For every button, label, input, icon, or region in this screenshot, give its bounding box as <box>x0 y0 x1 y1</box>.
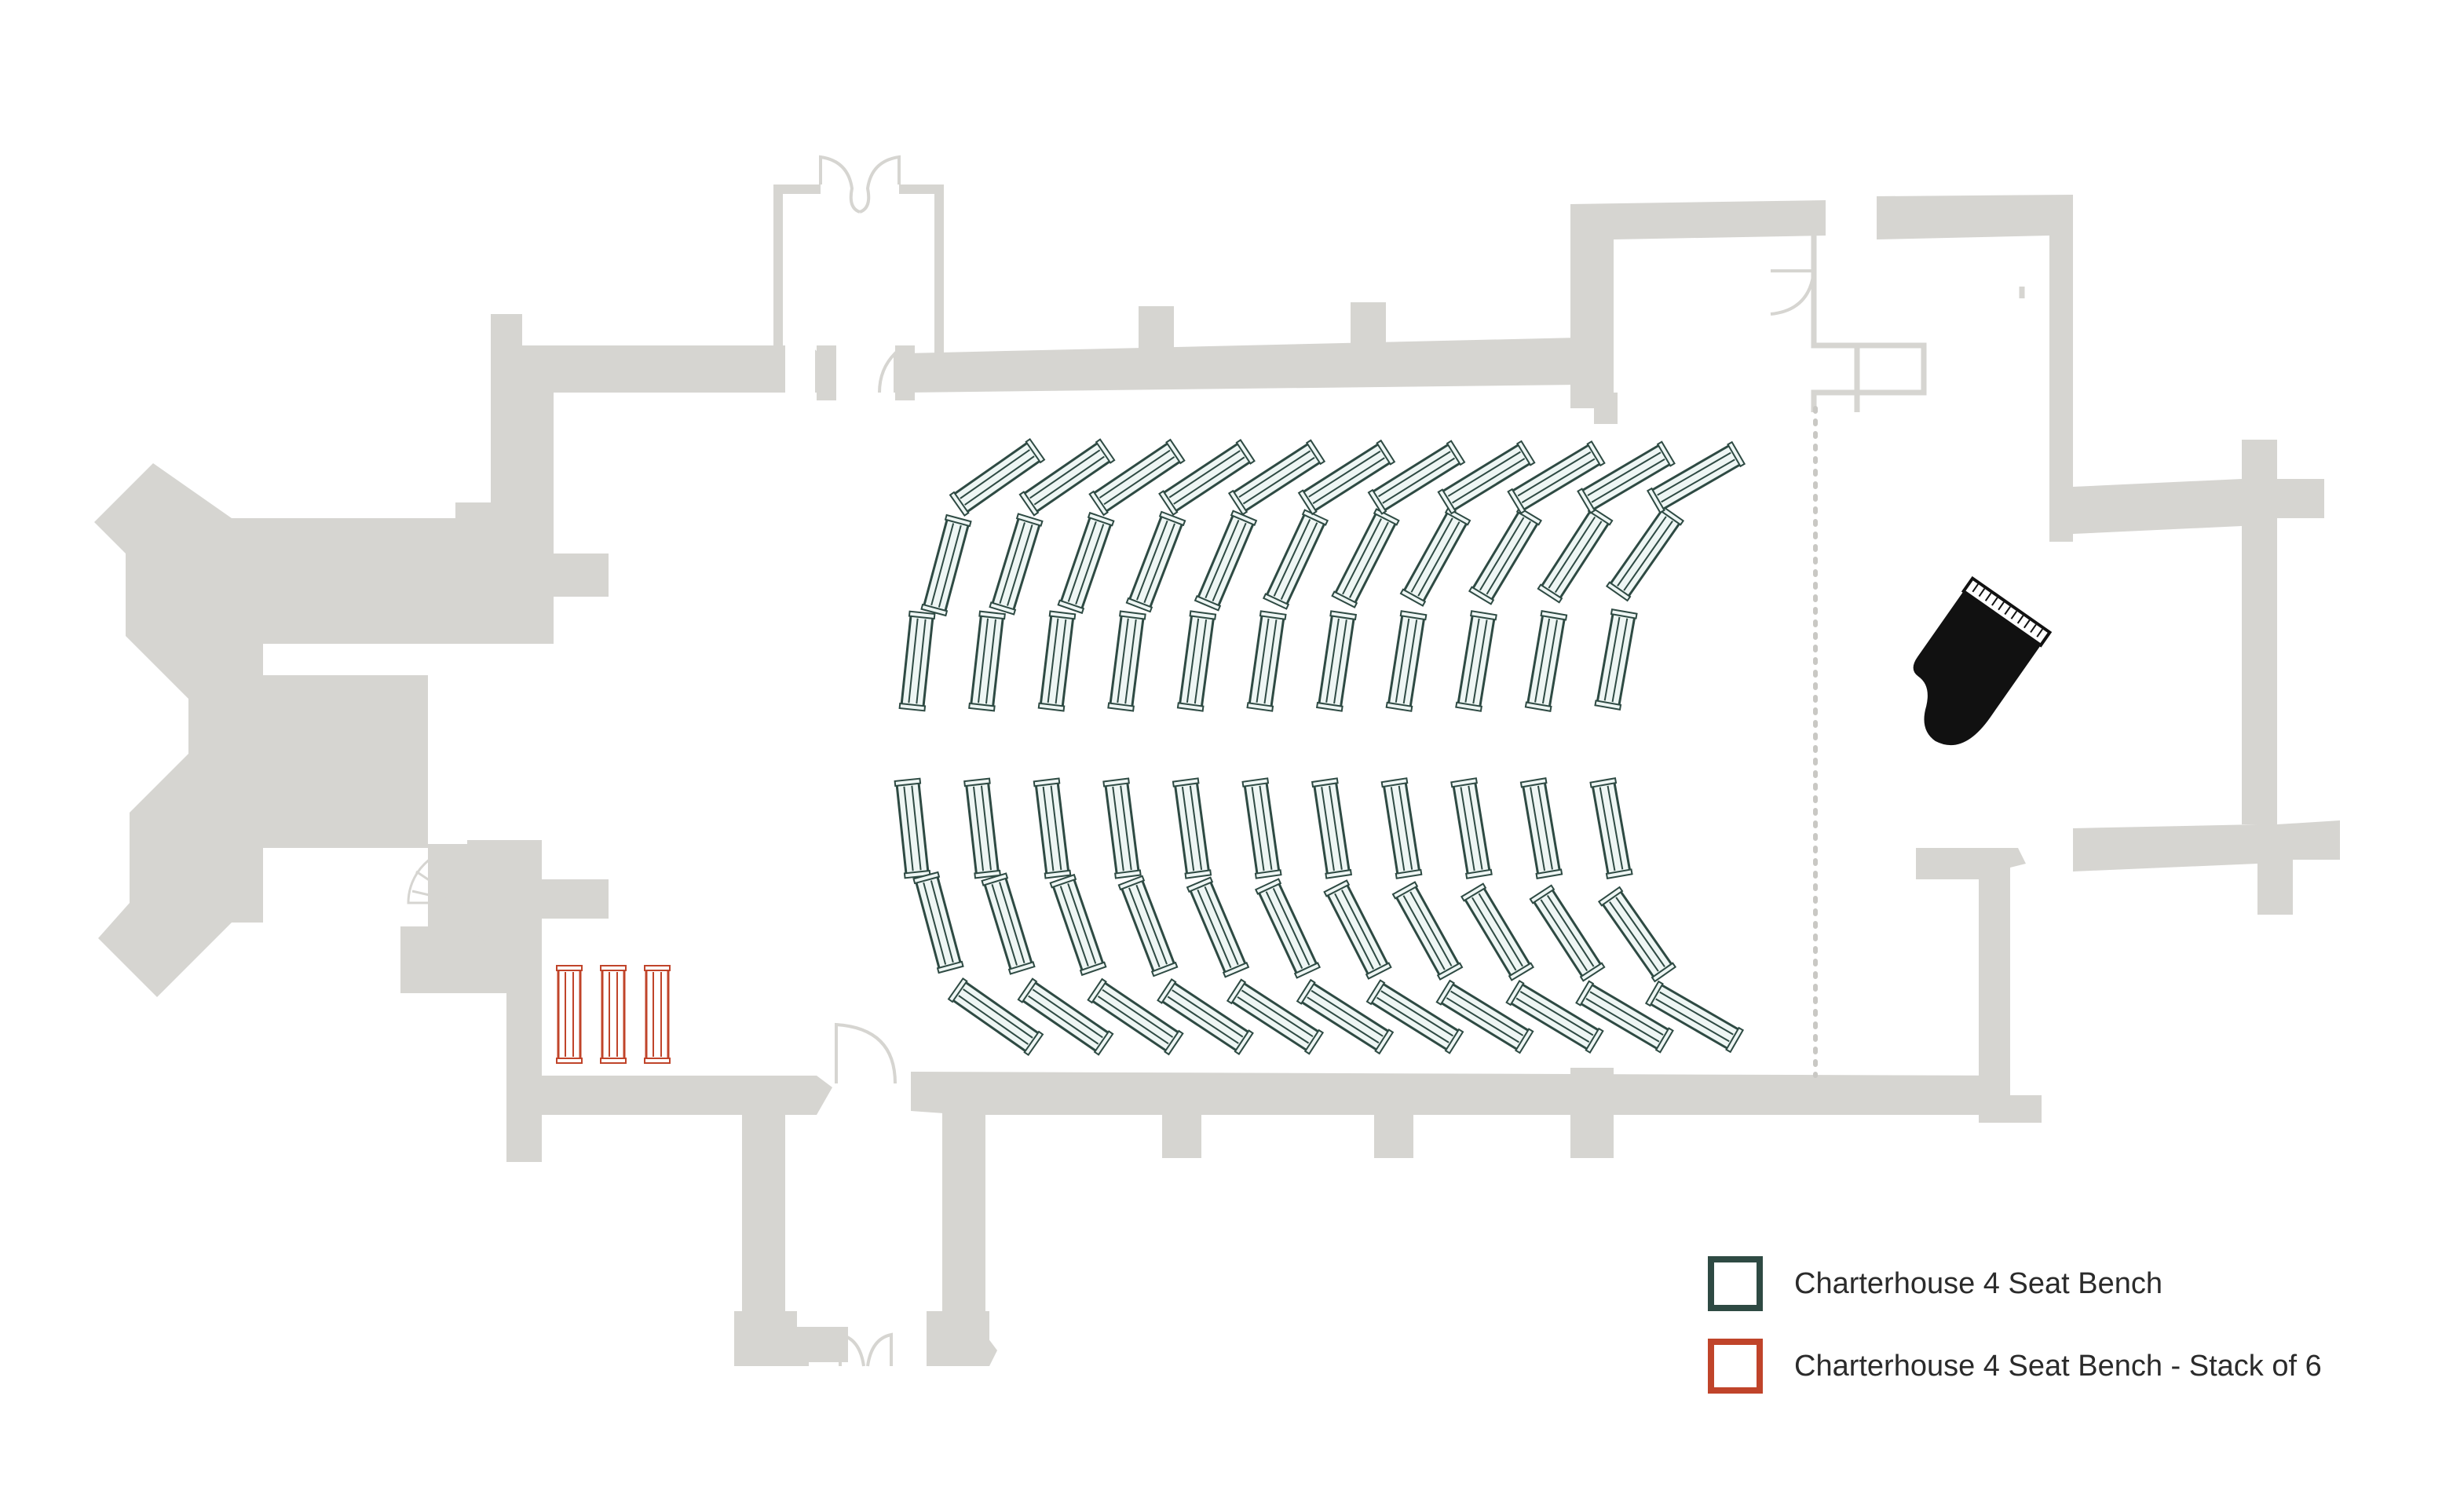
bench <box>1594 608 1638 711</box>
bench <box>1246 610 1287 712</box>
bench <box>1367 440 1466 515</box>
bench <box>1107 610 1146 712</box>
bench <box>1537 506 1614 604</box>
bench <box>1365 979 1464 1054</box>
bench <box>1450 777 1493 879</box>
vestry-partitions <box>1811 236 2025 412</box>
bench <box>1262 509 1329 610</box>
bench <box>1435 979 1534 1054</box>
legend-swatch-stack <box>1708 1339 1763 1394</box>
stacked-bench <box>600 965 627 1064</box>
bench <box>1057 511 1115 615</box>
bench <box>1460 882 1535 981</box>
door-swing-icon <box>815 155 1816 1367</box>
bench <box>1241 777 1282 879</box>
legend-item-stack: Charterhouse 4 Seat Bench - Stack of 6 <box>1708 1339 2322 1394</box>
bench <box>1158 439 1256 516</box>
legend-label-bench: Charterhouse 4 Seat Bench <box>1794 1266 2162 1300</box>
seating-benches <box>894 437 1746 1057</box>
bench <box>1399 507 1471 607</box>
bench <box>1088 438 1186 517</box>
bench <box>920 513 972 617</box>
bench <box>1018 438 1116 517</box>
bench <box>981 872 1036 975</box>
bench <box>968 610 1006 712</box>
bench <box>989 513 1044 616</box>
bench <box>963 777 1001 879</box>
bench <box>898 610 936 712</box>
bench <box>1033 777 1072 879</box>
legend-label-stack: Charterhouse 4 Seat Bench - Stack of 6 <box>1794 1349 2322 1383</box>
bench <box>1385 610 1428 712</box>
stacked-bench <box>644 965 671 1064</box>
bench <box>1176 610 1217 712</box>
bench <box>1186 876 1250 978</box>
bench <box>1519 777 1563 879</box>
bench <box>1227 439 1326 516</box>
bench <box>947 977 1044 1057</box>
bench <box>1296 978 1395 1055</box>
bench <box>1102 777 1142 879</box>
bench <box>1049 873 1107 977</box>
legend-swatch-bench <box>1708 1256 1763 1311</box>
bench <box>1505 979 1604 1054</box>
bench <box>1391 881 1464 981</box>
bench <box>1017 977 1114 1056</box>
bench <box>1524 610 1568 712</box>
bench <box>1311 777 1353 879</box>
bench <box>1644 980 1745 1054</box>
bench <box>1468 506 1543 605</box>
grand-piano-icon <box>1913 575 2053 746</box>
bench <box>1605 505 1685 602</box>
bench <box>1226 978 1325 1055</box>
bench <box>1087 977 1184 1056</box>
bench <box>1577 440 1676 514</box>
bench <box>1323 879 1392 980</box>
bench <box>1529 884 1606 982</box>
bench <box>1646 440 1746 514</box>
bench <box>949 437 1046 517</box>
bench <box>1575 980 1674 1054</box>
bench <box>1589 777 1633 879</box>
legend-item-bench: Charterhouse 4 Seat Bench <box>1708 1256 2162 1311</box>
bench <box>1507 440 1606 515</box>
building-walls <box>94 185 2340 1366</box>
stacked-bench <box>556 965 583 1064</box>
bench <box>912 871 964 974</box>
bench <box>1254 878 1322 979</box>
stacked-benches <box>556 965 671 1064</box>
bench <box>1597 886 1677 983</box>
bench <box>1455 610 1497 712</box>
bench <box>1117 875 1179 977</box>
bench <box>1172 777 1212 879</box>
bench <box>1331 508 1400 608</box>
bench <box>1380 777 1423 879</box>
bench <box>1125 510 1186 613</box>
bench <box>1297 439 1396 516</box>
bench <box>1194 510 1258 612</box>
bench <box>894 777 931 879</box>
bench <box>1315 610 1358 712</box>
bench <box>1157 978 1254 1055</box>
spiral-stair-icon <box>407 846 511 952</box>
bench <box>1037 610 1077 712</box>
bench <box>1437 440 1536 515</box>
